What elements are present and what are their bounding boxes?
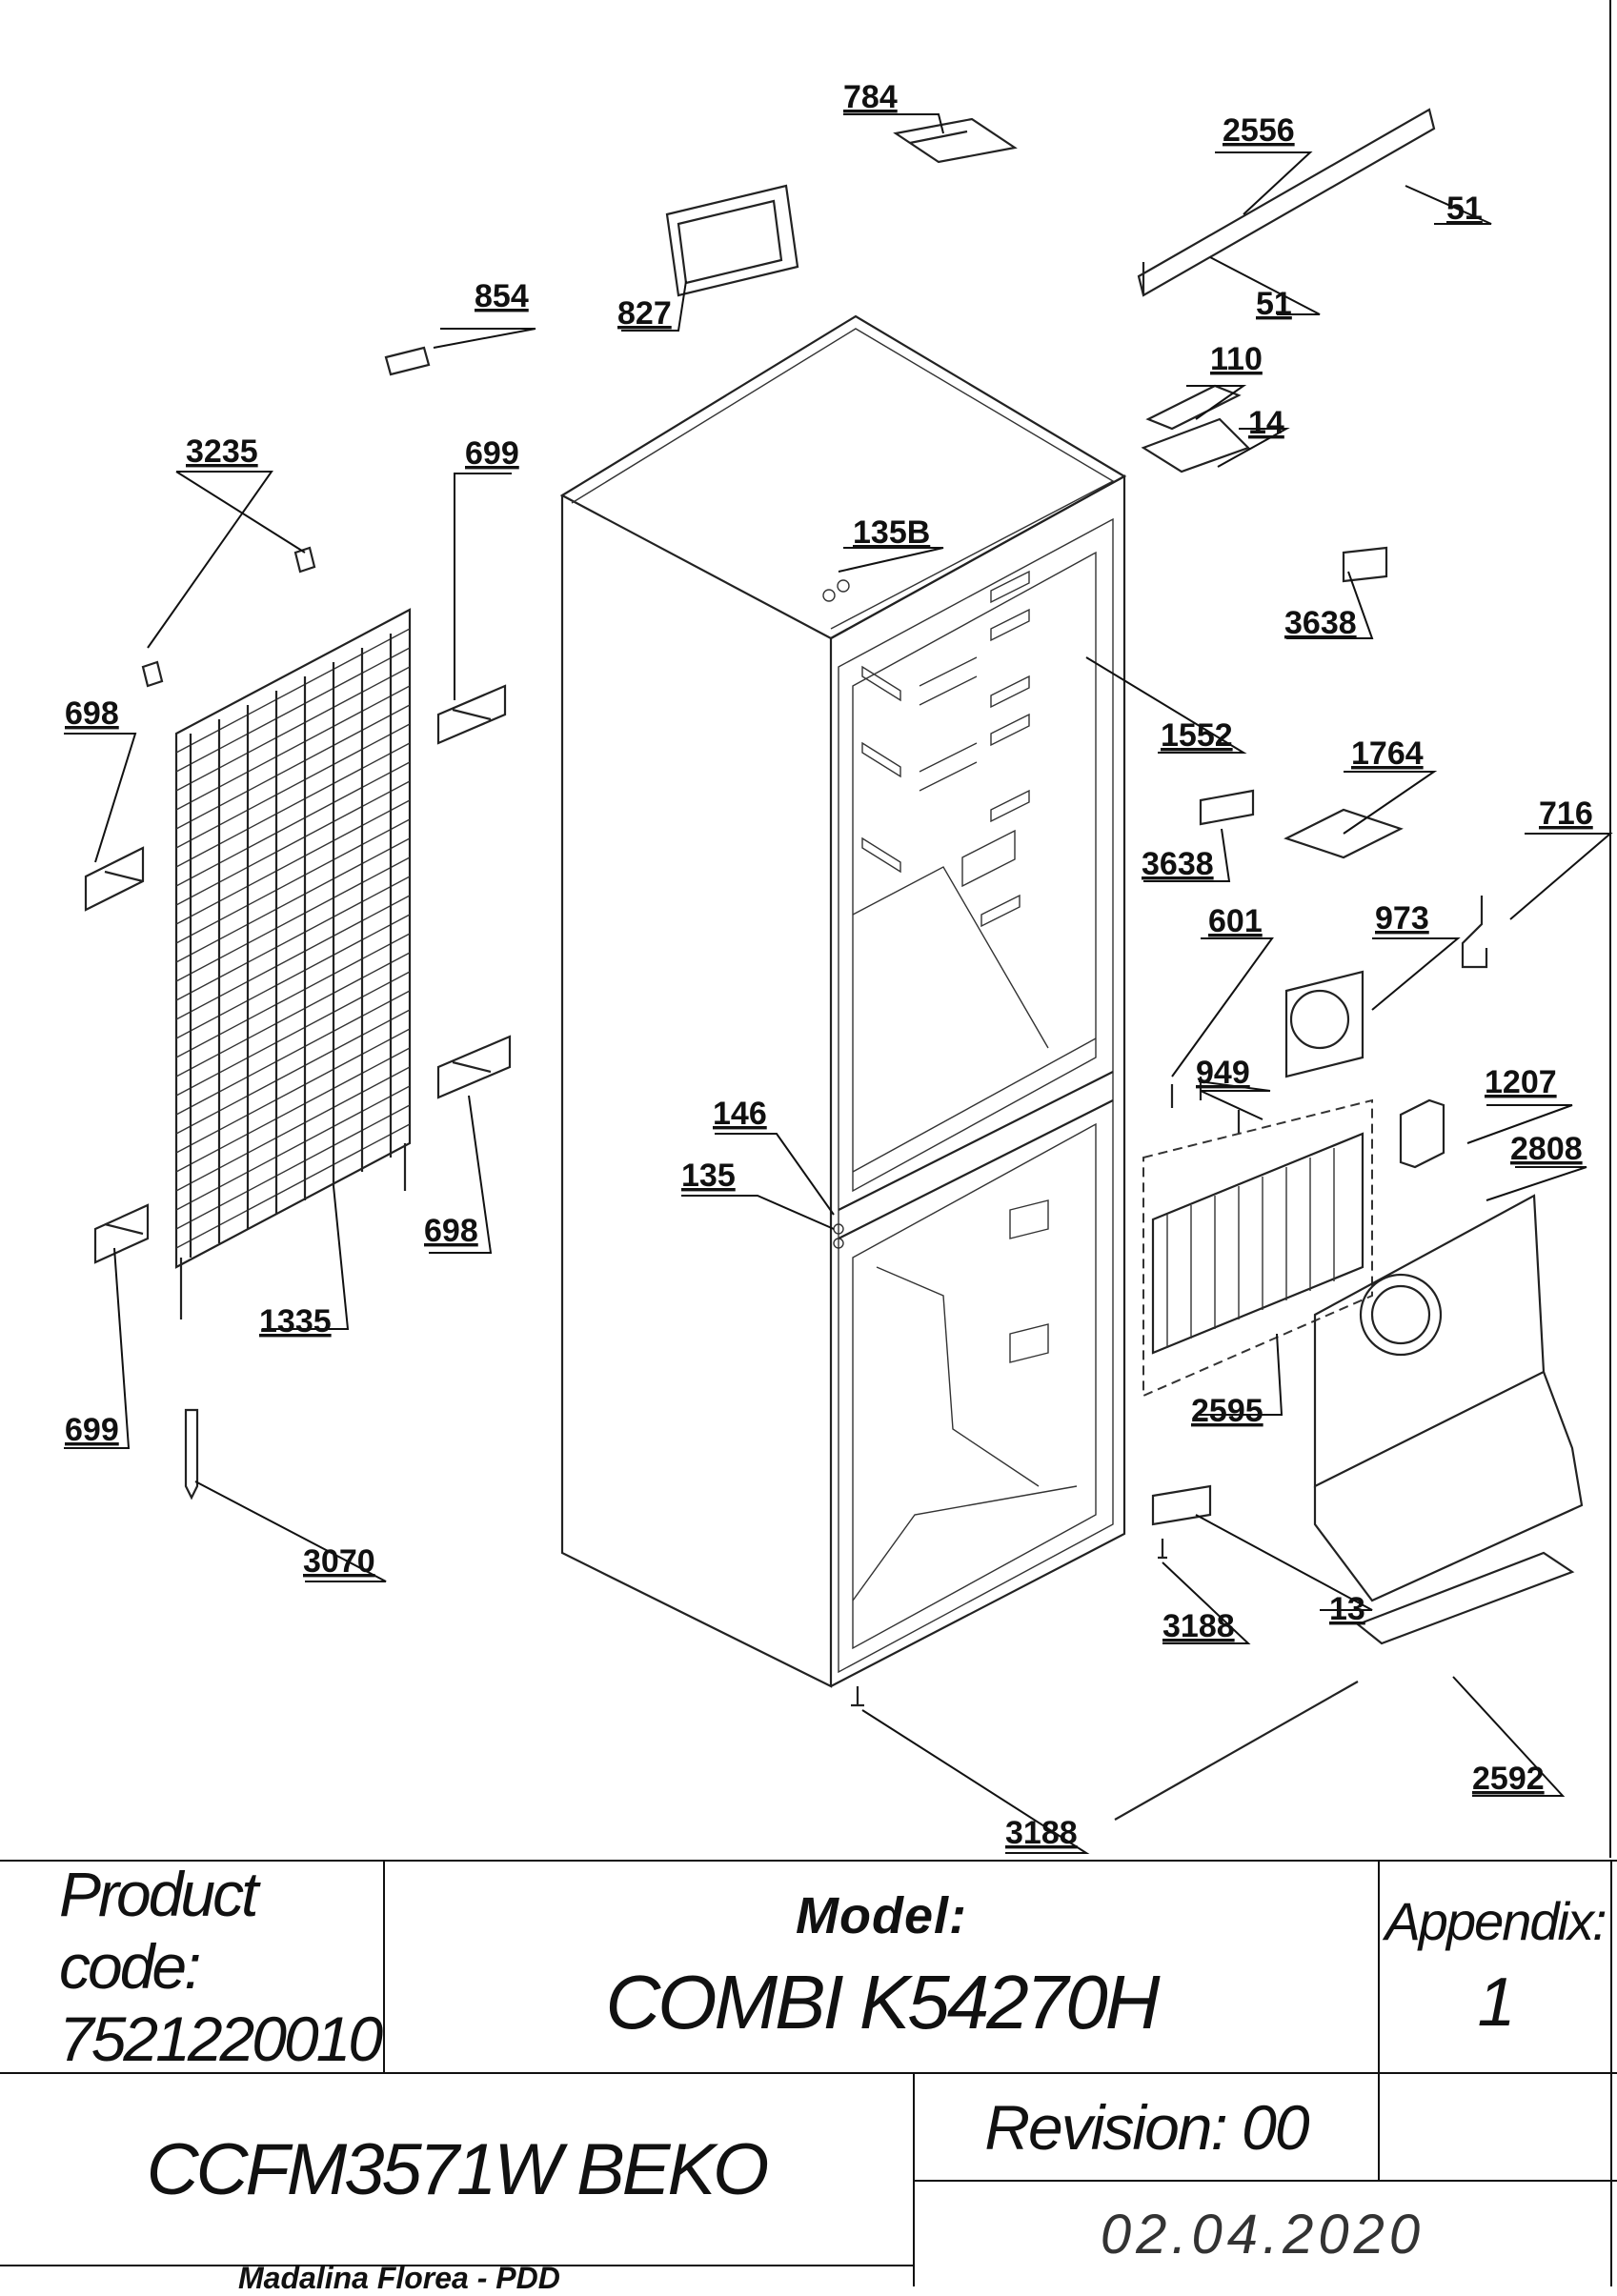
revision-value: Revision: 00 [984, 2091, 1309, 2163]
label-949: 949 [1196, 1055, 1250, 1091]
label-3188-right: 3188 [1162, 1608, 1235, 1644]
label-1552: 1552 [1161, 717, 1233, 754]
author-value: Madalina Florea - PDD [238, 2261, 560, 2295]
model-label: Model: [796, 1886, 967, 1944]
label-698-left: 698 [65, 695, 119, 732]
label-3188-bottom: 3188 [1005, 1815, 1078, 1851]
label-2808: 2808 [1510, 1131, 1583, 1167]
label-698-right: 698 [424, 1213, 478, 1249]
author-cell: Madalina Florea - PDD [0, 2261, 913, 2295]
label-1764: 1764 [1351, 735, 1424, 772]
revision-cell: Revision: 00 [915, 2074, 1378, 2180]
title-block: Product code: 7521220010 Model: COMBI K5… [0, 1858, 1617, 2295]
label-1207: 1207 [1485, 1064, 1557, 1100]
part-labels: 784 2556 51 51 854 827 110 14 3235 699 1… [65, 79, 1593, 1851]
label-716: 716 [1539, 796, 1593, 832]
wire-condenser [174, 608, 412, 1319]
label-146: 146 [713, 1096, 767, 1132]
evaporator [1142, 1098, 1373, 1398]
brand-model-value: CCFM3571W BEKO [146, 2128, 770, 2210]
label-3235: 3235 [186, 433, 258, 470]
label-2556: 2556 [1223, 112, 1295, 149]
product-code-value: 7521220010 [59, 2003, 383, 2074]
label-827: 827 [617, 295, 672, 332]
label-3070: 3070 [303, 1543, 375, 1580]
label-699-top: 699 [465, 435, 519, 472]
label-973: 973 [1375, 900, 1429, 937]
refrigerator-cabinet [559, 314, 1127, 1688]
exploded-parts-diagram: 784 2556 51 51 854 827 110 14 3235 699 1… [64, 0, 1613, 1858]
label-135: 135 [681, 1158, 736, 1194]
label-784: 784 [843, 79, 898, 115]
date-value: 02.04.2020 [1100, 2203, 1425, 2266]
date-cell: 02.04.2020 [915, 2182, 1610, 2286]
label-854: 854 [475, 278, 529, 314]
appendix-label: Appendix: [1385, 1891, 1607, 1951]
brand-model-cell: CCFM3571W BEKO [0, 2074, 913, 2265]
label-2592: 2592 [1472, 1761, 1545, 1797]
appendix-value: 1 [1477, 1964, 1515, 2041]
model-value: COMBI K54270H [605, 1959, 1160, 2044]
label-699-bottom: 699 [65, 1412, 119, 1448]
label-110: 110 [1210, 341, 1263, 377]
label-51-top: 51 [1446, 191, 1483, 227]
label-14: 14 [1248, 405, 1284, 441]
label-601: 601 [1208, 903, 1263, 939]
label-3638-top: 3638 [1284, 605, 1357, 641]
appendix-cell: Appendix: 1 [1380, 1860, 1610, 2072]
condenser-brackets [84, 684, 512, 1264]
product-code-cell: Product code: 7521220010 [0, 1858, 383, 2074]
model-cell: Model: COMBI K54270H [385, 1860, 1378, 2072]
label-51-lower: 51 [1256, 286, 1292, 322]
label-2595: 2595 [1191, 1393, 1263, 1429]
leader-lines [64, 113, 1613, 1854]
fan-cover-panel [1313, 1194, 1584, 1602]
product-code-label: Product code: [59, 1858, 258, 2002]
label-3638-mid: 3638 [1142, 846, 1214, 882]
label-1335: 1335 [259, 1303, 332, 1339]
small-parts [141, 108, 1575, 1821]
label-135B: 135B [853, 514, 930, 551]
label-13: 13 [1329, 1591, 1365, 1627]
